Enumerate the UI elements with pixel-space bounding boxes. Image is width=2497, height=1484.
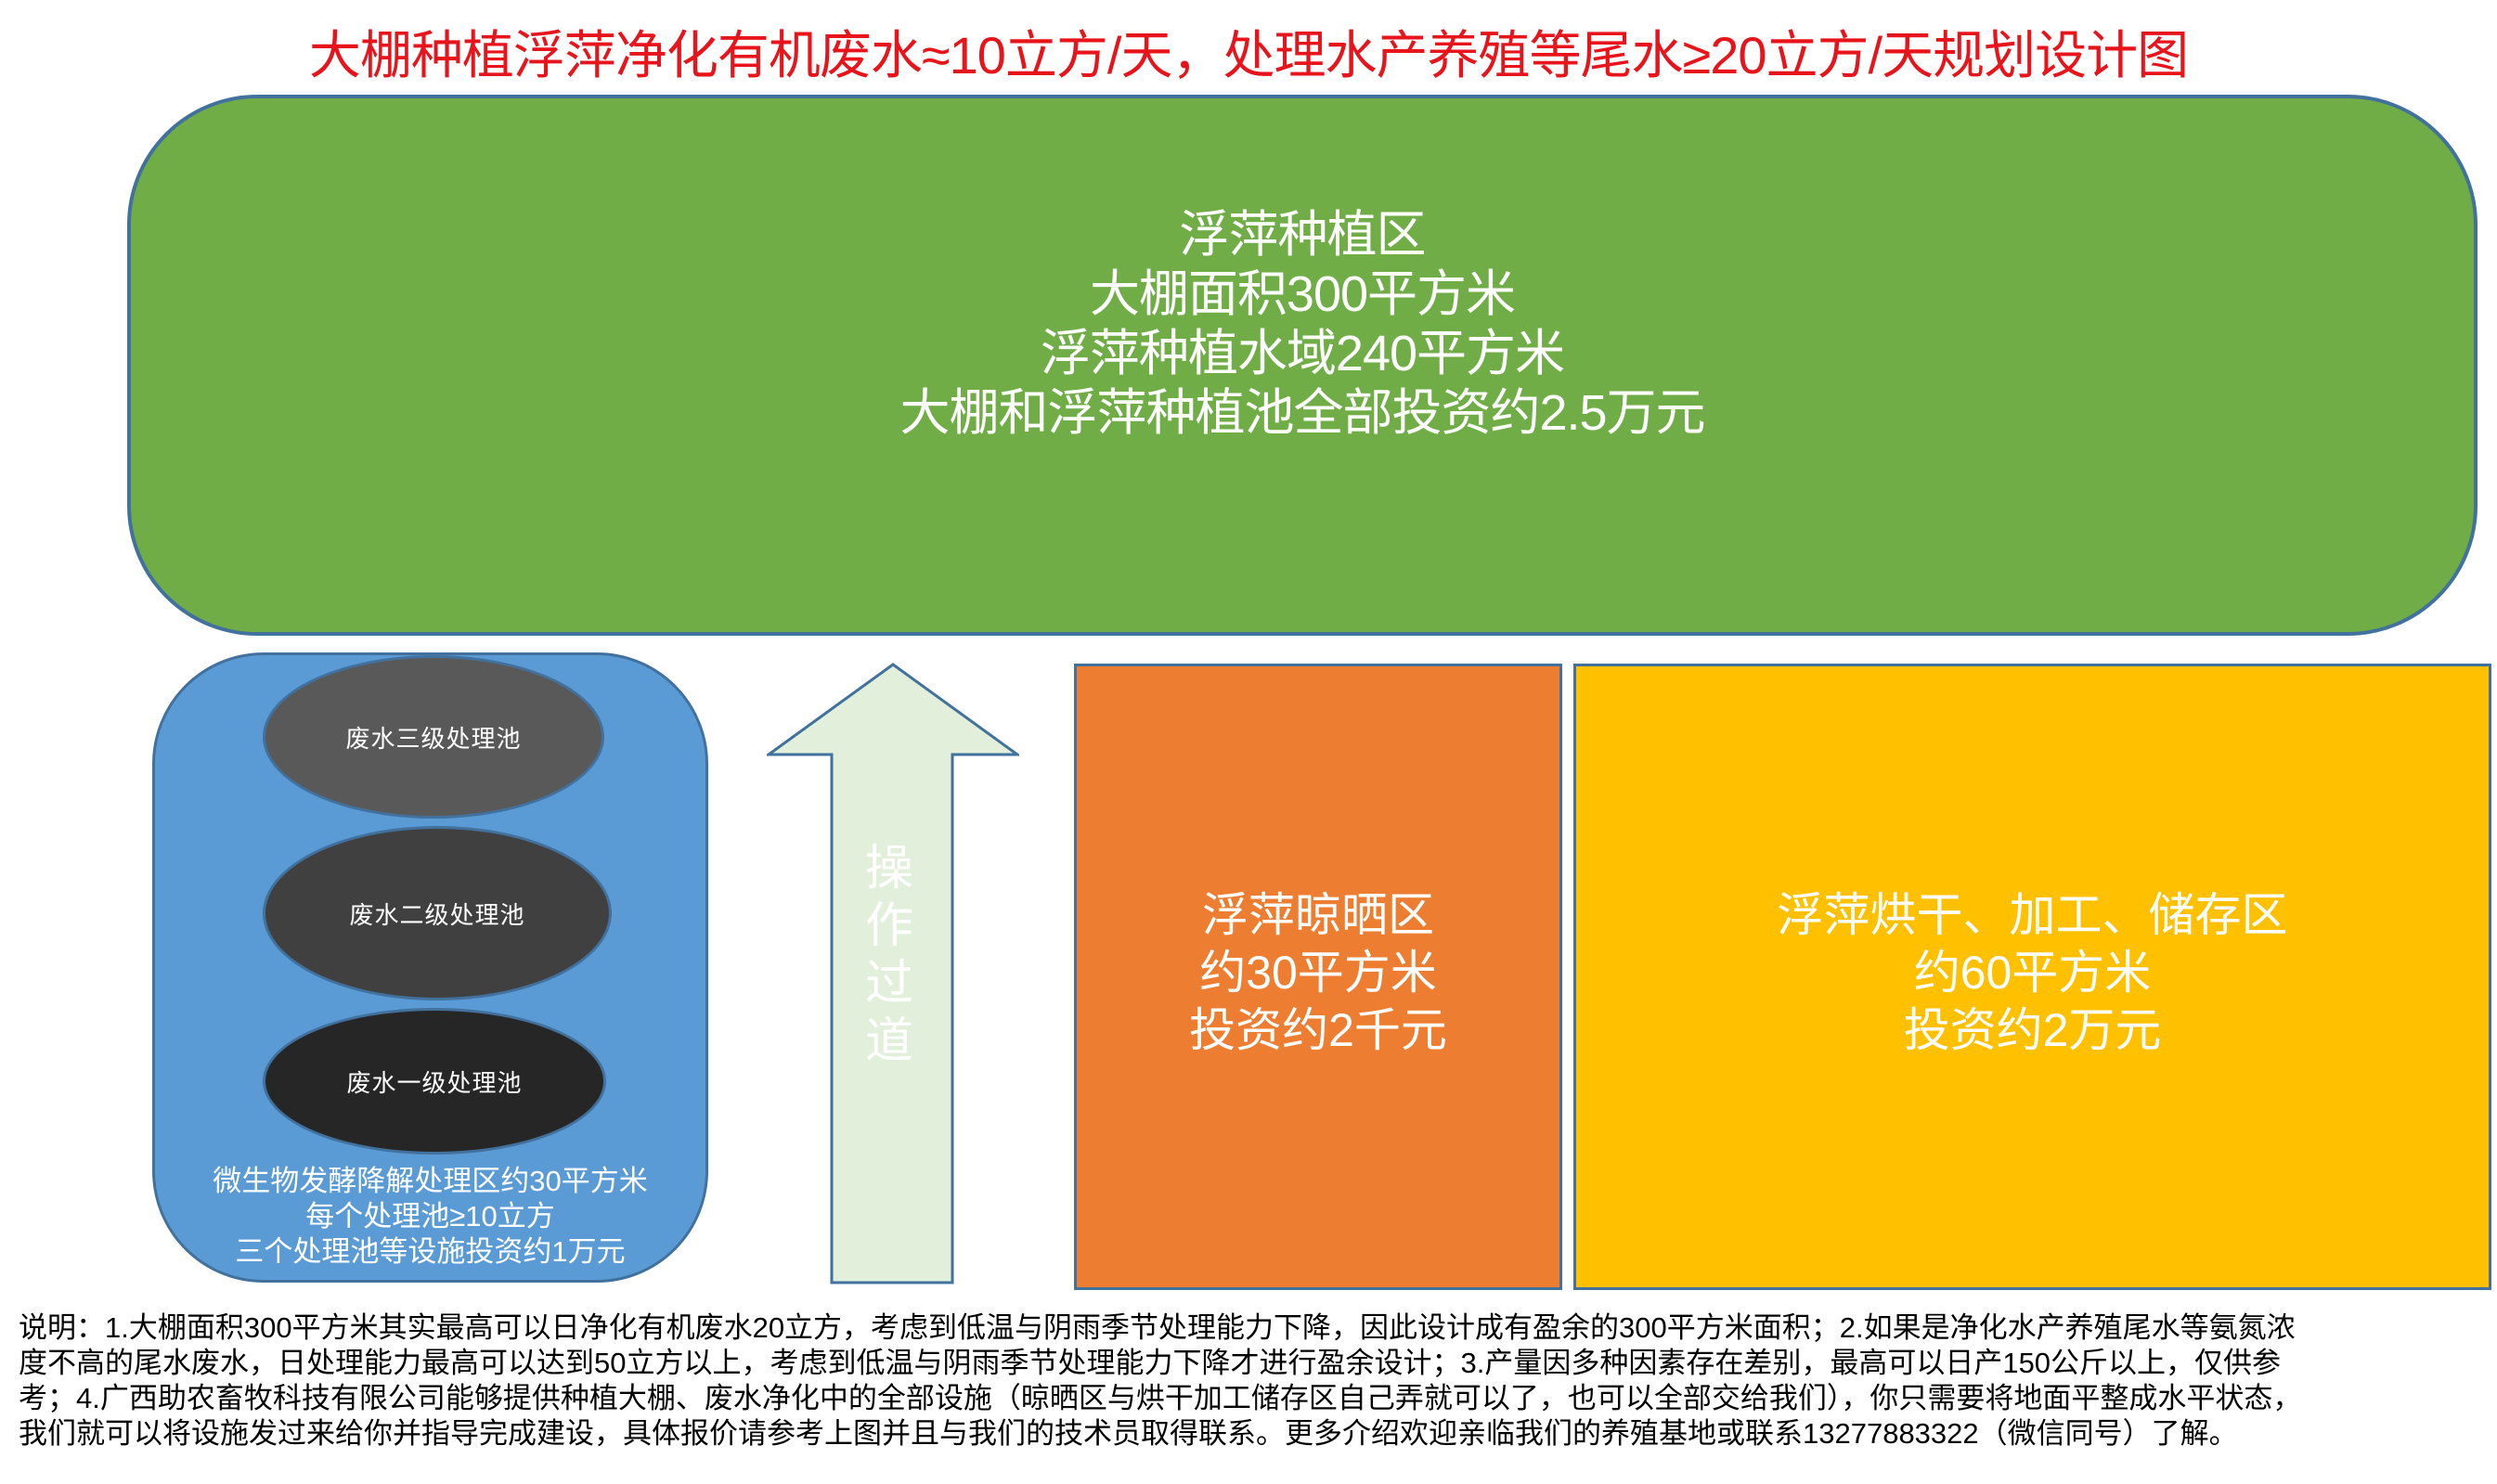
drying-zone-name: 浮萍晾晒区 [1202, 888, 1434, 941]
notes-line: 考；4.广西助农畜牧科技有限公司能够提供种植大棚、废水净化中的全部设施（晾晒区与… [19, 1382, 2302, 1414]
pool-tier-1: 废水一级处理池 [263, 1008, 606, 1155]
treatment-area: 微生物发酵降解处理区约30平方米 [213, 1165, 648, 1197]
processing-zone-area: 约60平方米 [1913, 946, 2152, 999]
walkway-char: 道 [864, 1014, 913, 1068]
pool-tier-3-label: 废水三级处理池 [345, 724, 522, 753]
walkway-label: 操 作 过 道 [861, 840, 917, 1070]
planting-zone-name: 浮萍种植区 [1179, 206, 1426, 263]
treatment-zone-caption: 微生物发酵降解处理区约30平方米 每个处理池≥10立方 三个处理池等设施投资约1… [155, 1164, 705, 1270]
processing-zone: 浮萍烘干、加工、储存区 约60平方米 投资约2万元 [1573, 664, 2491, 1290]
notes: 说明：1.大棚面积300平方米其实最高可以日净化有机废水20立方，考虑到低温与阴… [19, 1310, 2478, 1452]
drying-zone-investment: 投资约2千元 [1189, 1003, 1447, 1056]
processing-zone-investment: 投资约2万元 [1903, 1003, 2162, 1056]
drying-zone-area: 约30平方米 [1199, 946, 1437, 999]
processing-zone-name: 浮萍烘干、加工、储存区 [1777, 888, 2288, 941]
treatment-investment: 三个处理池等设施投资约1万元 [235, 1235, 626, 1268]
walkway-arrow-icon [767, 663, 1019, 1284]
greenhouse-area: 大棚面积300平方米 [1089, 265, 1516, 322]
treatment-zone: 废水三级处理池 废水二级处理池 废水一级处理池 微生物发酵降解处理区约30平方米… [152, 652, 708, 1283]
planting-zone: 浮萍种植区 大棚面积300平方米 浮萍种植水域240平方米 大棚和浮萍种植池全部… [127, 95, 2478, 636]
notes-line: 说明：1.大棚面积300平方米其实最高可以日净化有机废水20立方，考虑到低温与阴… [19, 1311, 2296, 1344]
drying-zone: 浮萍晾晒区 约30平方米 投资约2千元 [1074, 664, 1562, 1290]
pool-tier-1-label: 废水一级处理池 [346, 1068, 523, 1097]
walkway-char: 作 [864, 899, 913, 953]
walkway-char: 过 [864, 957, 913, 1011]
walkway-char: 操 [864, 842, 913, 896]
pool-capacity: 每个处理池≥10立方 [305, 1200, 555, 1232]
planting-investment: 大棚和浮萍种植池全部投资约2.5万元 [899, 384, 1705, 441]
pool-tier-2-label: 废水二级处理池 [349, 900, 525, 929]
notes-line: 我们就可以将设施发过来给你并指导完成建设，具体报价请参考上图并且与我们的技术员取… [19, 1417, 2238, 1450]
processing-zone-text: 浮萍烘干、加工、储存区 约60平方米 投资约2万元 [1778, 886, 2288, 1059]
notes-line: 度不高的尾水废水，日处理能力最高可以达到50立方以上，考虑到低温与阴雨季节处理能… [19, 1347, 2282, 1379]
planting-zone-text: 浮萍种植区 大棚面积300平方米 浮萍种植水域240平方米 大棚和浮萍种植池全部… [899, 205, 1705, 443]
water-area: 浮萍种植水域240平方米 [1040, 325, 1565, 381]
pool-tier-2: 废水二级处理池 [263, 826, 612, 1000]
drying-zone-text: 浮萍晾晒区 约30平方米 投资约2千元 [1189, 886, 1447, 1059]
pool-tier-3: 废水三级处理池 [263, 655, 604, 819]
diagram-title: 大棚种植浮萍净化有机废水≈10立方/天，处理水产养殖等尾水≥20立方/天规划设计… [308, 26, 2189, 84]
